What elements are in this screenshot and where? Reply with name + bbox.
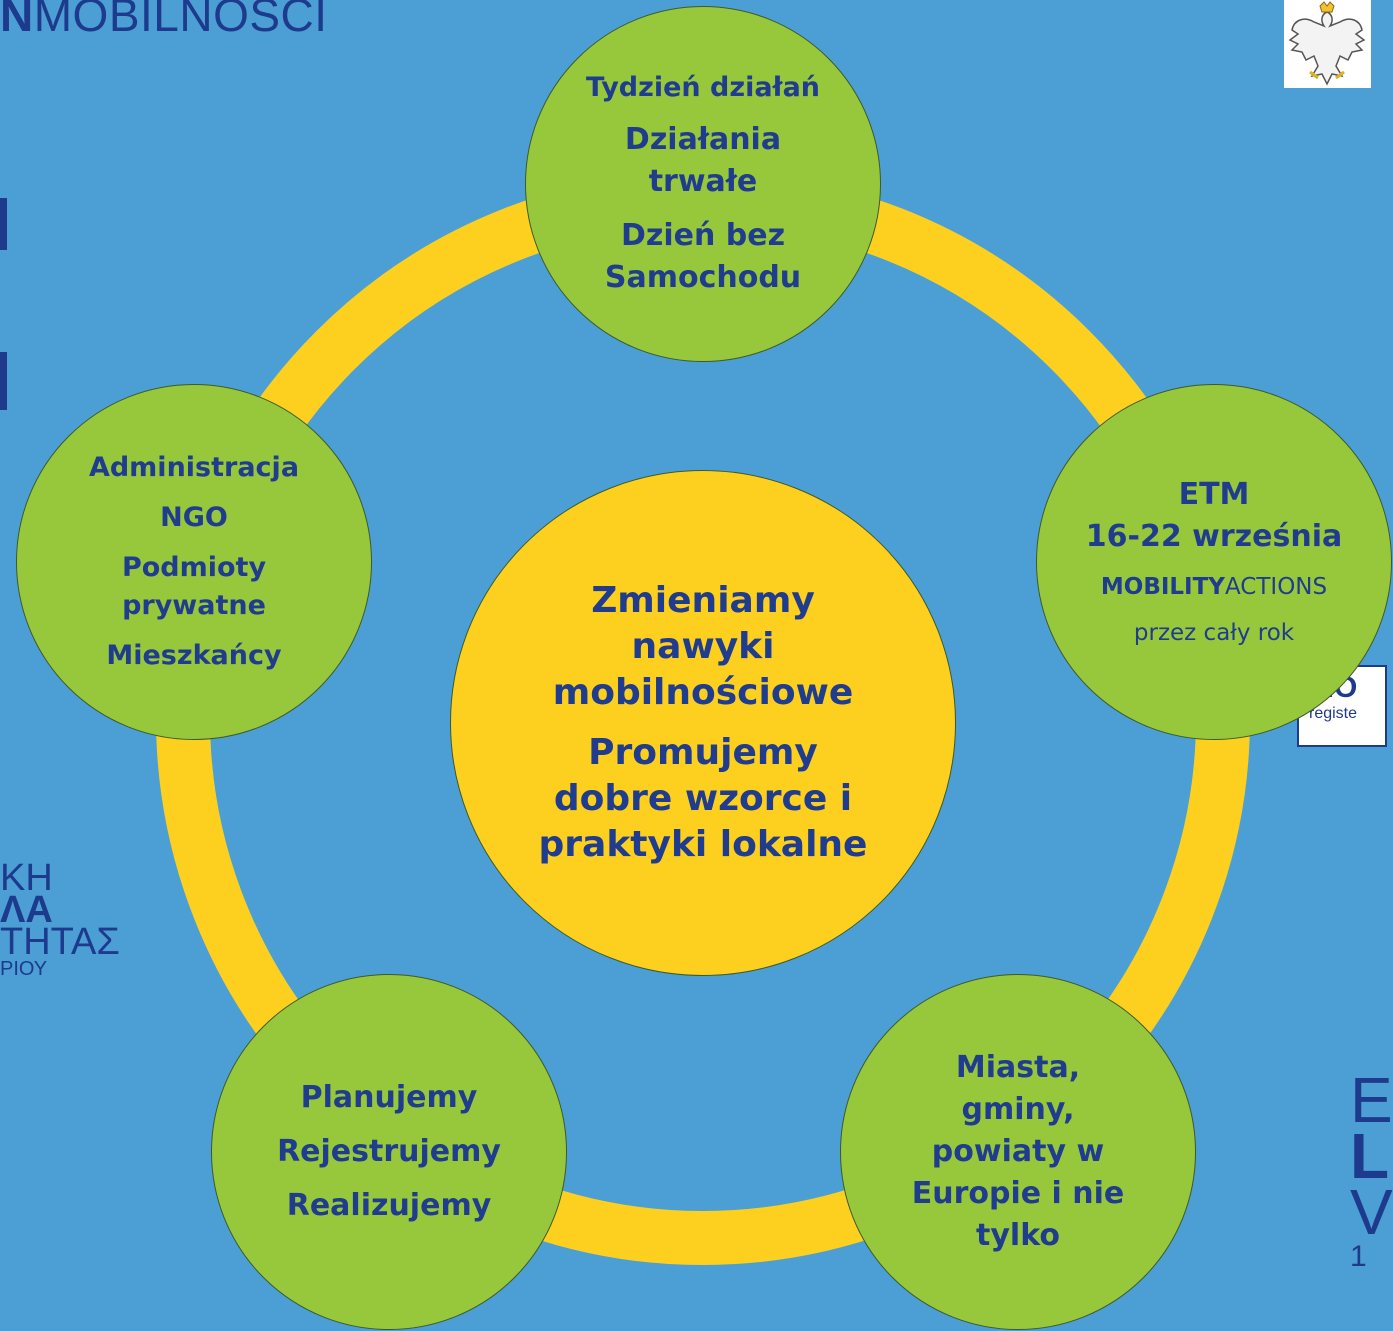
circle-stakeholders-line-4: prywatne [122, 590, 266, 621]
circle-stakeholders-line-3: Podmioty [121, 552, 267, 583]
circle-center-line-3: mobilnościowe [552, 672, 854, 713]
circle-actions: Tydzień działań Działania trwałe Dzień b… [525, 6, 881, 362]
left-logo-bar-2 [0, 352, 7, 410]
circle-center-line-1: Zmieniamy [591, 580, 815, 621]
circle-etm-content: ETM 16-22 września MOBILITYACTIONS przez… [1036, 474, 1392, 650]
circle-actions-line-1: Tydzień działań [585, 72, 821, 103]
circle-actions-line-5: Samochodu [604, 260, 802, 295]
circle-stakeholders-line-5: Mieszkańcy [106, 640, 282, 671]
circle-process-line-2: Rejestrujemy [277, 1134, 501, 1169]
circle-participants-line-1: Miasta, [955, 1050, 1081, 1085]
circle-center-line-2: nawyki [631, 626, 775, 667]
circle-center: Zmieniamy nawyki mobilnościowe Promujemy… [450, 470, 956, 976]
circle-process: Planujemy Rejestrujemy Realizujemy [211, 974, 567, 1330]
circle-stakeholders-line-2: NGO [160, 502, 228, 533]
circle-etm: ETM 16-22 września MOBILITYACTIONS przez… [1036, 384, 1392, 740]
mo-badge-line-2: registe [1309, 705, 1358, 722]
circle-process-line-3: Realizujemy [286, 1188, 492, 1223]
circle-etm-line-2: 16-22 września [1085, 519, 1343, 554]
greek-logo-line-4: ΡΙΟΥ [0, 958, 48, 980]
header-title-rest: MOBILNOŚCI [33, 0, 328, 41]
greek-logo: ΚΗ ΛΑ ΤΗΤΑΣ ΡΙΟΥ [0, 857, 120, 980]
mobility-rest: ACTIONS [1224, 574, 1328, 600]
circle-center-line-5: dobre wzorce i [553, 778, 853, 819]
circle-participants-line-4: Europie i nie [911, 1176, 1125, 1211]
greek-logo-line-2: ΛΑ [0, 889, 53, 931]
left-logo-bar-1 [0, 198, 7, 250]
circle-etm-mobility-actions: MOBILITYACTIONS [1101, 570, 1327, 604]
mobility-bold: MOBILITY [1100, 574, 1225, 600]
circle-center-line-6: praktyki lokalne [538, 824, 868, 865]
eagle-emblem-icon [1284, 0, 1371, 88]
circle-actions-line-4: Dzień bez [620, 218, 786, 253]
circle-stakeholders: Administracja NGO Podmioty prywatne Mies… [16, 384, 372, 740]
circle-stakeholders-line-1: Administracja [88, 452, 300, 483]
circle-actions-line-3: trwałe [648, 164, 758, 199]
circle-process-line-1: Planujemy [300, 1080, 478, 1115]
circle-participants-line-3: powiaty w [931, 1134, 1105, 1169]
circle-participants-line-2: gminy, [961, 1092, 1075, 1127]
circle-etm-line-1: ETM [1178, 477, 1250, 512]
greek-logo-line-3: ΤΗΤΑΣ [0, 921, 120, 963]
circle-etm-line-4: przez cały rok [1133, 620, 1295, 646]
circle-participants-line-5: tylko [976, 1218, 1060, 1253]
circle-center-line-4: Promujemy [588, 732, 818, 773]
page-header-title: NMOBILNOŚCI [0, 0, 328, 42]
greek-logo-line-1: ΚΗ [0, 857, 53, 899]
circle-actions-line-2: Działania [624, 122, 782, 157]
right-logo-line-4: 1 [1350, 1240, 1367, 1273]
right-logo-line-3: V [1350, 1176, 1393, 1248]
header-title-bold: N [0, 0, 34, 41]
right-logo-line-2: L [1350, 1120, 1390, 1192]
right-logo-line-1: E [1350, 1064, 1393, 1136]
circle-participants: Miasta, gminy, powiaty w Europie i nie t… [840, 974, 1196, 1330]
right-logo: E L V 1 [1350, 1064, 1393, 1274]
